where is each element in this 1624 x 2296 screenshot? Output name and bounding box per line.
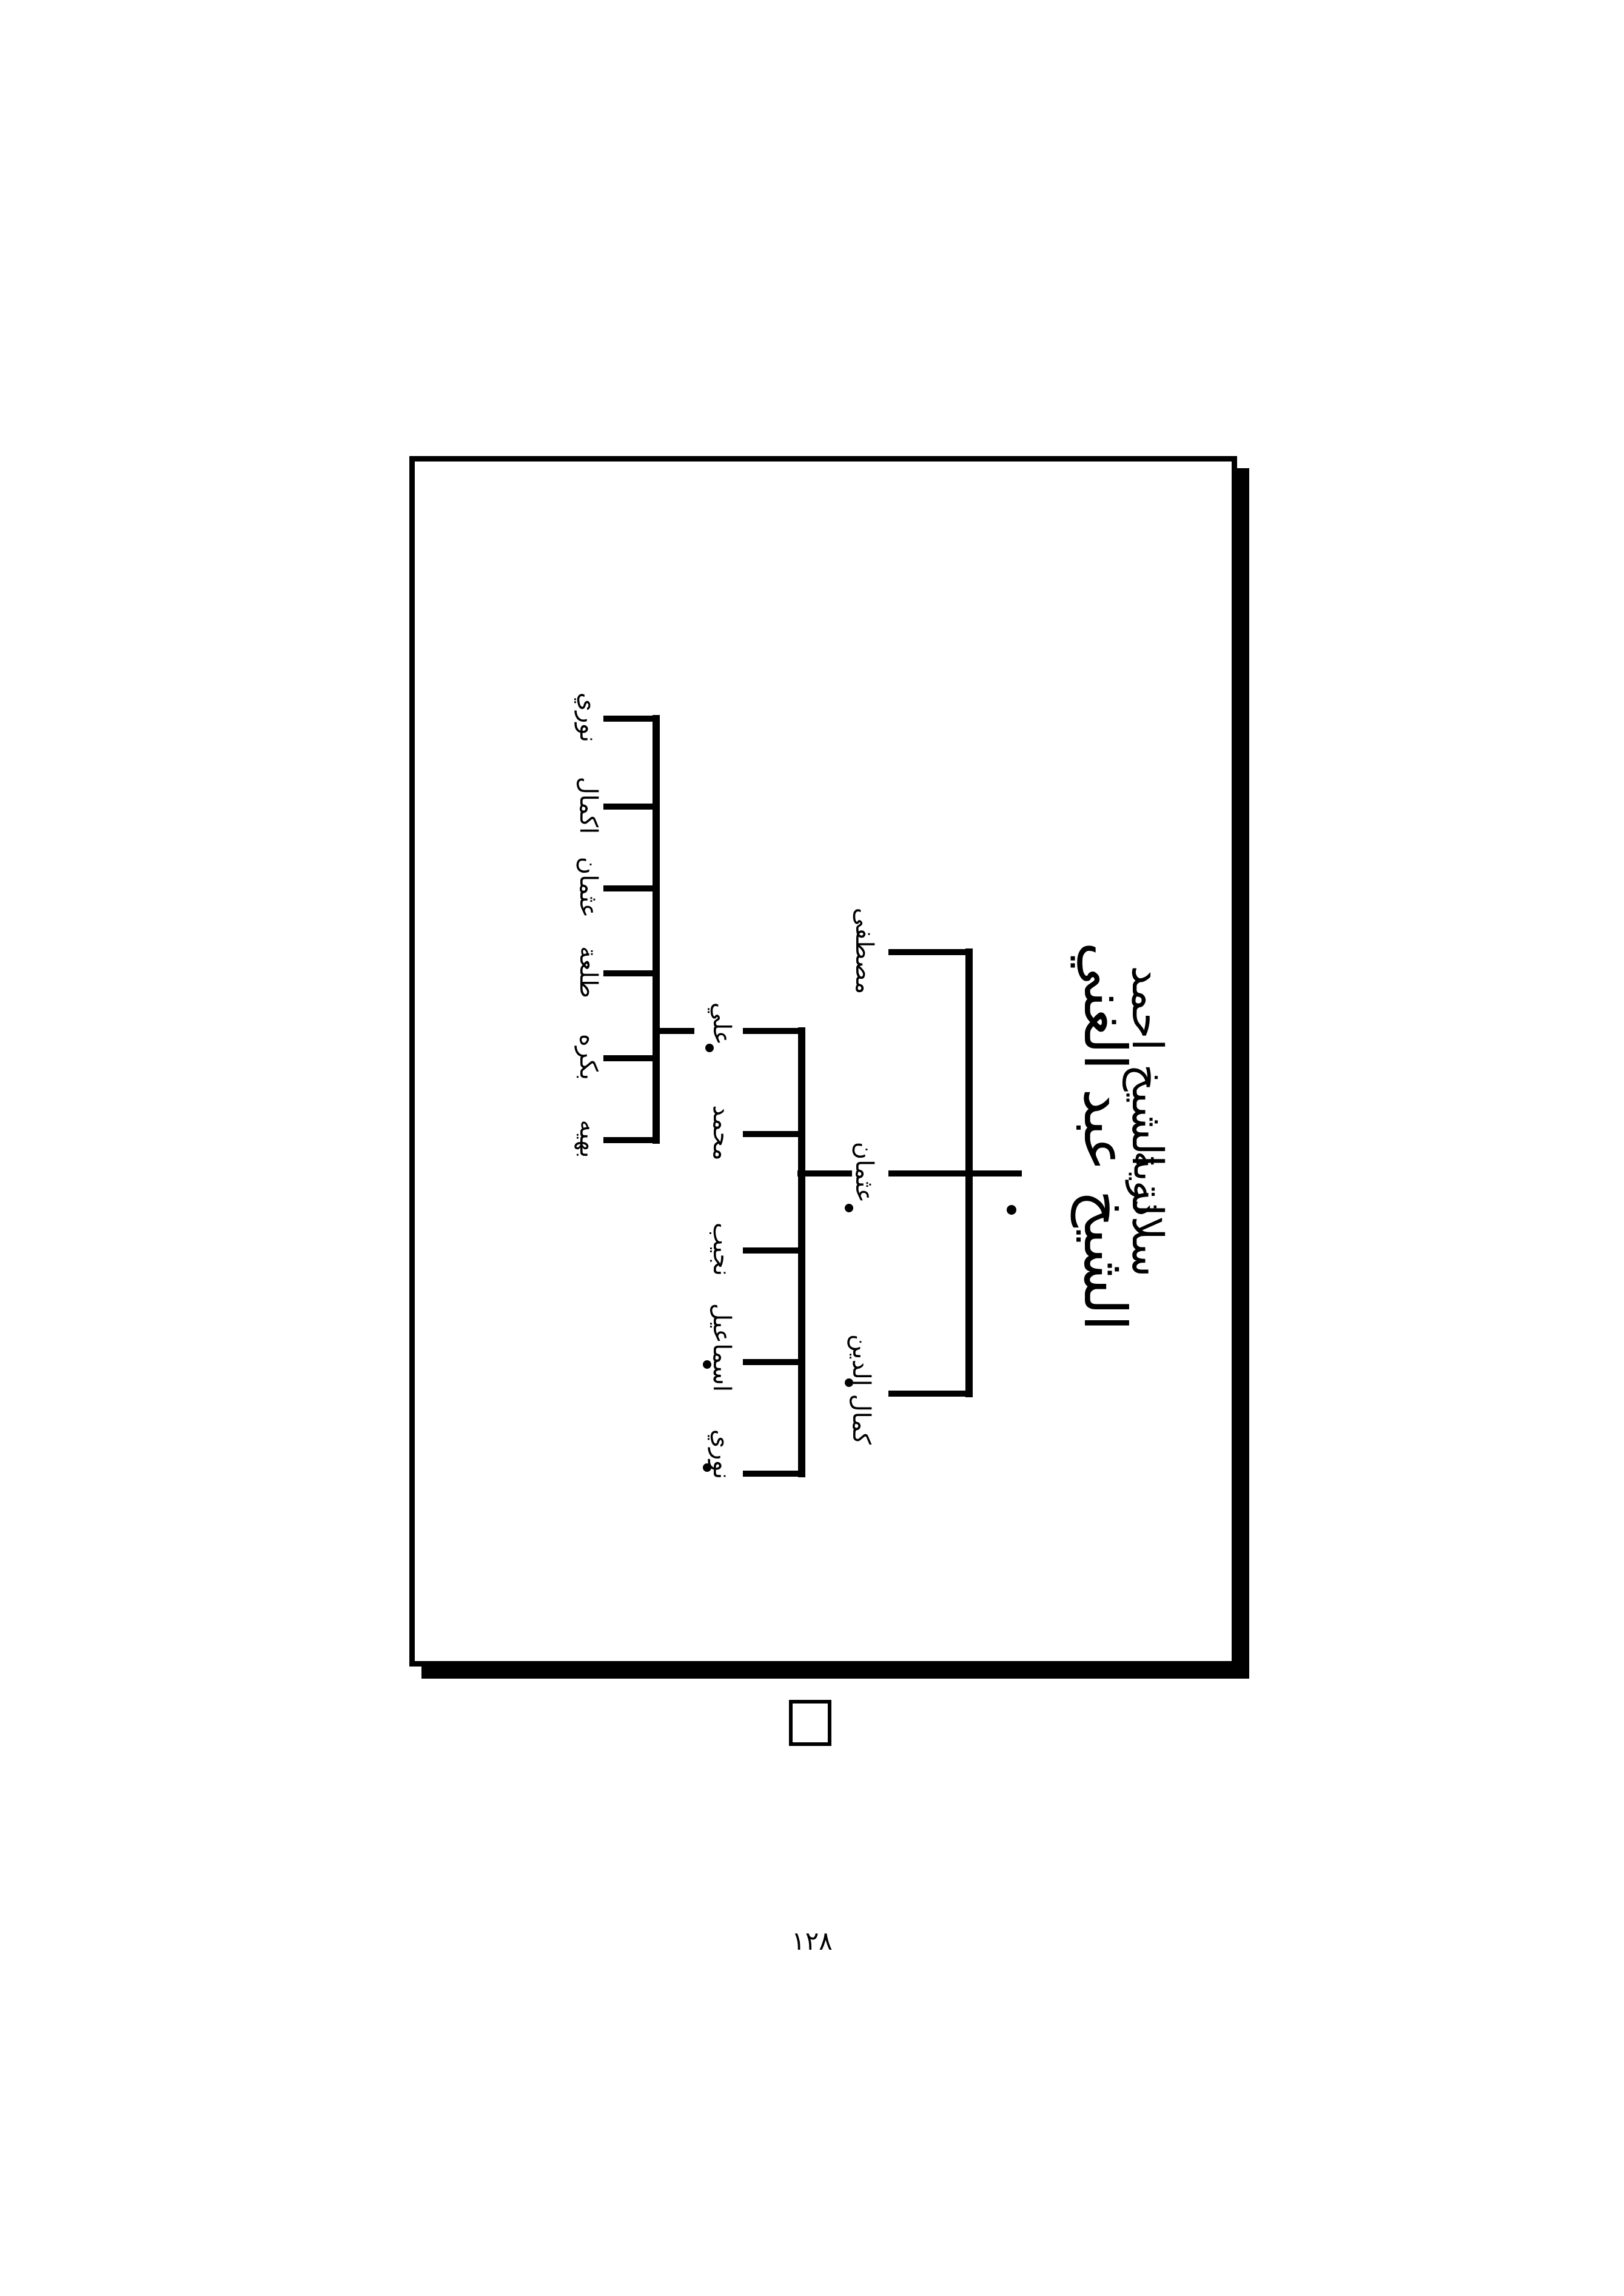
dot-othman	[845, 1204, 853, 1212]
dot-ismail	[703, 1360, 711, 1369]
level2-name: محمد	[708, 1105, 736, 1161]
level2-name: نوري	[708, 1429, 736, 1480]
level2-name: نجيب	[708, 1222, 736, 1277]
level2-name: اسماعيل	[708, 1303, 736, 1392]
page-number: ١٢٨	[791, 1926, 833, 1956]
placeholder-box	[789, 1700, 831, 1746]
dot-root	[1007, 1205, 1016, 1215]
level3-name: نوري	[574, 692, 602, 743]
title-line-3: الشيخ عبد الغني	[1071, 942, 1139, 1331]
level3-name: عثمان	[574, 856, 602, 918]
level3-name: طلعة	[574, 946, 602, 998]
dot-kamal	[845, 1378, 853, 1387]
dot-ali	[705, 1044, 714, 1052]
chart-frame	[409, 456, 1237, 1667]
level1-name: عثمان	[850, 1141, 878, 1203]
level2-name: علي	[708, 1002, 736, 1046]
dot-nouri2	[703, 1463, 711, 1472]
level1-name: مصطفى	[850, 907, 878, 995]
level1-name: كمال الدين	[847, 1334, 875, 1445]
level3-name: بهيه	[574, 1119, 602, 1158]
